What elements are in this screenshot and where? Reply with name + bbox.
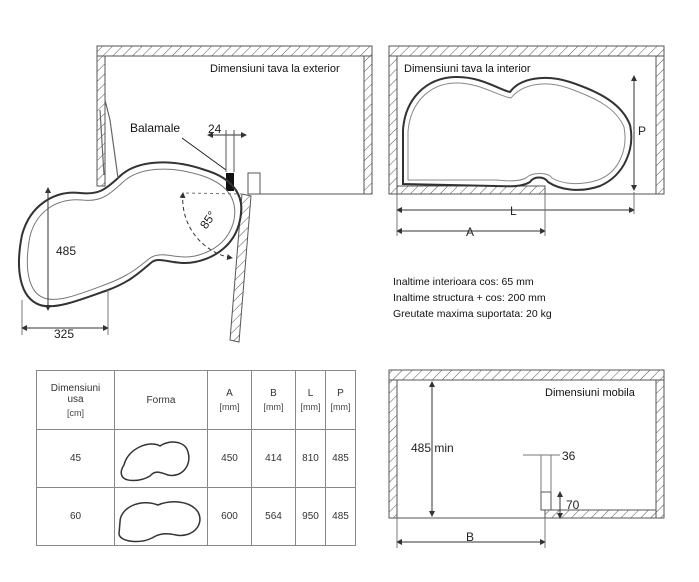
mobila-cabinet	[388, 369, 665, 519]
cell-usa: 45	[36, 429, 115, 488]
mobila-title: Dimensiuni mobila	[545, 387, 635, 399]
interior-title: Dimensiuni tava la interior	[404, 63, 531, 75]
cell-forma	[114, 487, 208, 546]
dim-70: 70	[566, 498, 580, 512]
table-row: 60 600 564 950 485	[36, 487, 356, 546]
spec-structure-height: Inaltime structura + cos: 200 mm	[393, 292, 546, 304]
header-forma: Forma	[114, 370, 208, 430]
interior-tray	[402, 75, 633, 191]
dim-325: 325	[54, 327, 75, 341]
spec-max-weight: Greutate maxima suportata: 20 kg	[393, 308, 552, 320]
dimensions-table: Dimensiuni usa [cm] Forma A [mm] B [mm] …	[36, 370, 356, 546]
cell-b: 414	[251, 429, 296, 488]
exterior-title: Dimensiuni tava la exterior	[210, 63, 340, 75]
mobila-dimension-lines	[396, 381, 563, 548]
header-usa: Dimensiuni usa [cm]	[36, 370, 115, 430]
dim-a: A	[466, 225, 475, 239]
cell-p: 485	[325, 487, 356, 546]
cell-p: 485	[325, 429, 356, 488]
header-p: P [mm]	[325, 370, 356, 430]
cell-l: 810	[295, 429, 326, 488]
dim-36: 36	[562, 449, 576, 463]
dim-24: 24	[208, 122, 222, 136]
dim-485: 485	[56, 244, 77, 258]
dim-l: L	[510, 204, 517, 218]
cell-usa: 60	[36, 487, 115, 546]
cell-forma	[114, 429, 208, 488]
cell-b: 564	[251, 487, 296, 546]
exterior-dimension-lines	[21, 130, 247, 335]
header-b: B [mm]	[251, 370, 296, 430]
interior-dimension-lines	[396, 75, 637, 236]
cell-a: 600	[207, 487, 252, 546]
dim-485-min: 485 min	[411, 441, 454, 455]
header-a: A [mm]	[207, 370, 252, 430]
dim-p: P	[638, 124, 647, 138]
table-row: 45 450 414 810 485	[36, 429, 356, 488]
exterior-door	[229, 193, 252, 343]
header-l: L [mm]	[295, 370, 326, 430]
cell-a: 450	[207, 429, 252, 488]
table-header-row: Dimensiuni usa [cm] Forma A [mm] B [mm] …	[36, 370, 356, 430]
hinge-label: Balamale	[130, 121, 181, 135]
cell-l: 950	[295, 487, 326, 546]
interior-cabinet	[388, 45, 665, 195]
dim-b: B	[466, 530, 475, 544]
spec-inner-height: Inaltime interioara cos: 65 mm	[393, 276, 534, 288]
